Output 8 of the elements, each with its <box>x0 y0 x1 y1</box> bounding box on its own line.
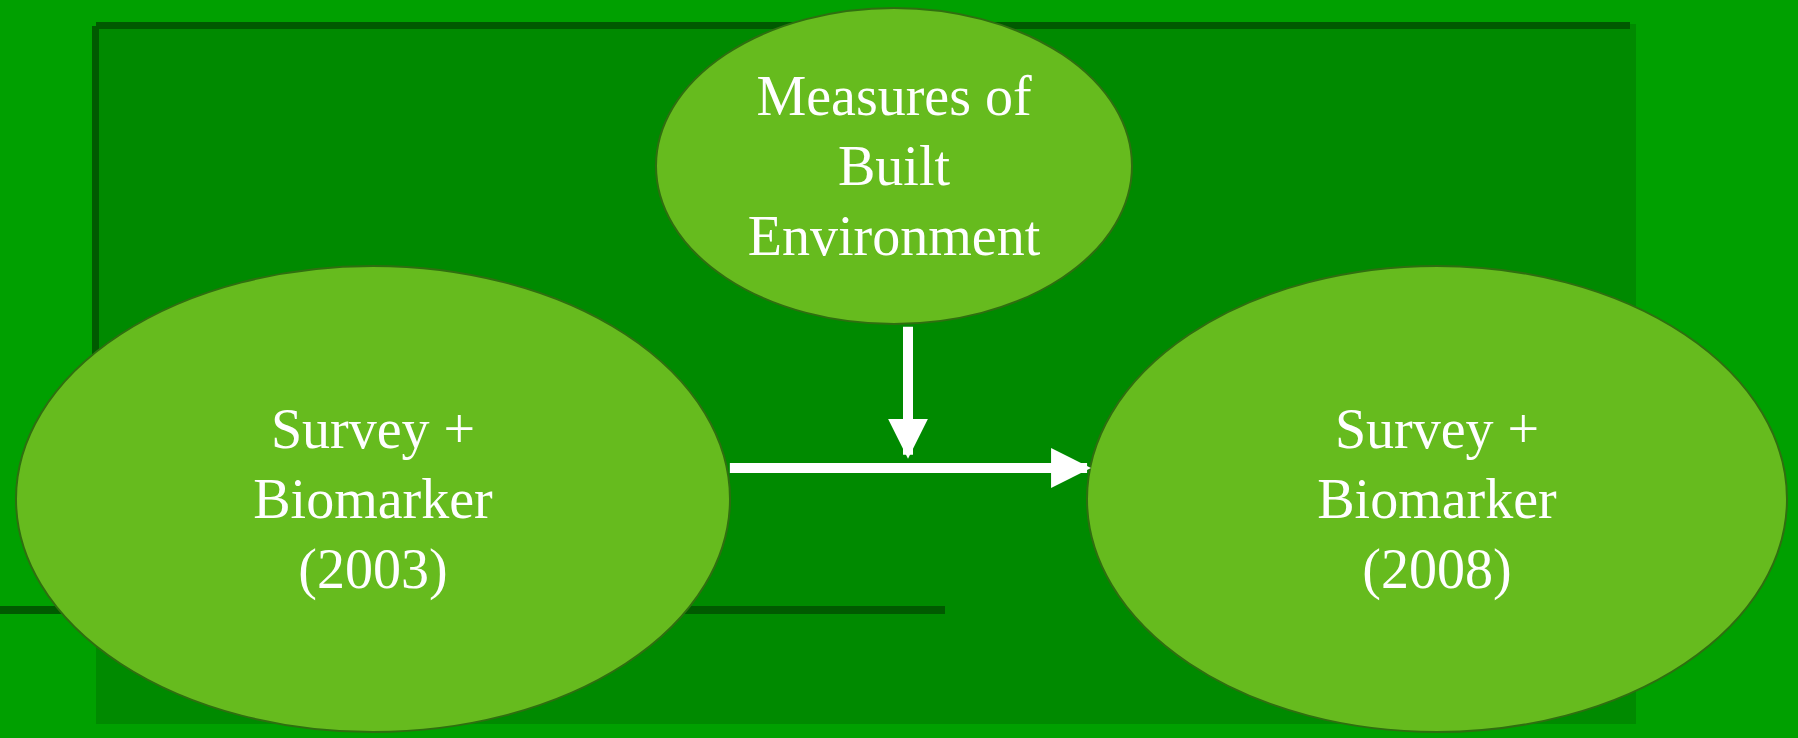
ellipse-node <box>654 6 1134 326</box>
node-text: Survey + Biomarker (2008) <box>1316 397 1558 602</box>
ellipse-node <box>14 264 732 734</box>
arrow <box>729 448 1092 488</box>
arrow <box>888 326 928 459</box>
ellipse-node <box>1085 264 1789 734</box>
node-text: Survey + Biomarker (2003) <box>252 397 494 602</box>
node-text: Measures of Built Environment <box>746 64 1042 269</box>
